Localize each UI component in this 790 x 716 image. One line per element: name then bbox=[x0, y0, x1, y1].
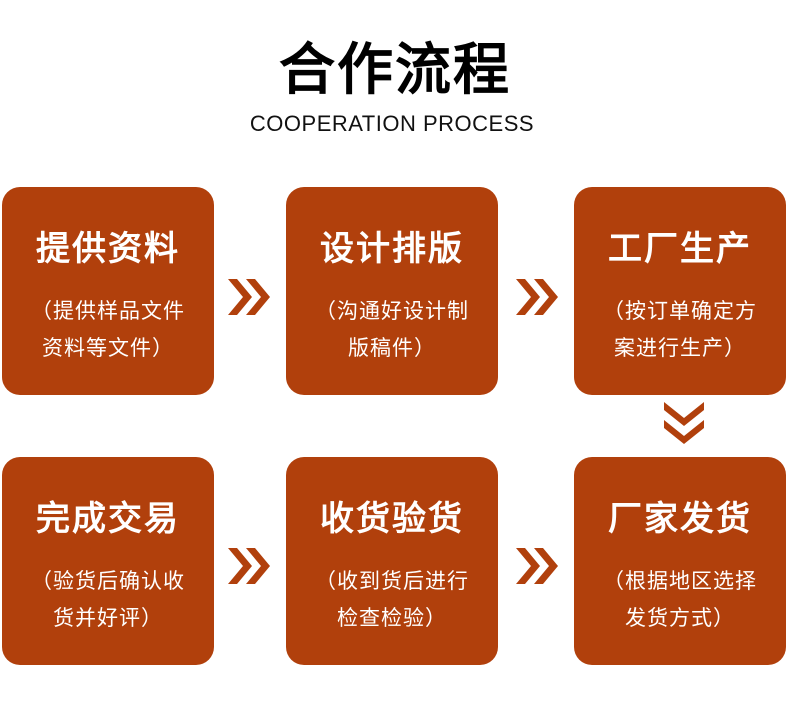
step-title: 设计排版 bbox=[320, 229, 464, 269]
step-card-factory-production: 工厂生产 （按订单确定方 案进行生产） bbox=[574, 187, 786, 395]
step-description: （提供样品文件 资料等文件） bbox=[31, 299, 185, 360]
double-chevron-right-icon bbox=[516, 279, 562, 315]
step-card-provide-materials: 提供资料 （提供样品文件 资料等文件） bbox=[2, 187, 214, 395]
step-card-receive-inspect: 收货验货 （收到货后进行 检查检验） bbox=[286, 457, 498, 665]
double-chevron-down-icon bbox=[662, 402, 706, 446]
step-title: 收货验货 bbox=[320, 499, 464, 539]
page-title: 合作流程 bbox=[279, 38, 511, 103]
step-title: 提供资料 bbox=[36, 229, 180, 269]
step-title: 厂家发货 bbox=[608, 499, 752, 539]
step-card-ship-goods: 厂家发货 （根据地区选择 发货方式） bbox=[574, 457, 786, 665]
page-subtitle: COOPERATION PROCESS bbox=[249, 111, 535, 136]
double-chevron-right-icon bbox=[228, 279, 274, 315]
step-card-complete-transaction: 完成交易 （验货后确认收 货并好评） bbox=[2, 457, 214, 665]
step-description: （根据地区选择 发货方式） bbox=[603, 569, 757, 630]
step-description: （验货后确认收 货并好评） bbox=[31, 569, 185, 630]
step-title: 完成交易 bbox=[36, 499, 180, 539]
double-chevron-right-icon bbox=[516, 548, 562, 584]
step-description: （收到货后进行 检查检验） bbox=[315, 569, 469, 630]
step-description: （沟通好设计制 版稿件） bbox=[315, 299, 469, 360]
double-chevron-right-icon bbox=[228, 548, 274, 584]
step-description: （按订单确定方 案进行生产） bbox=[603, 299, 757, 360]
step-title: 工厂生产 bbox=[608, 229, 752, 269]
step-card-design-layout: 设计排版 （沟通好设计制 版稿件） bbox=[286, 187, 498, 395]
